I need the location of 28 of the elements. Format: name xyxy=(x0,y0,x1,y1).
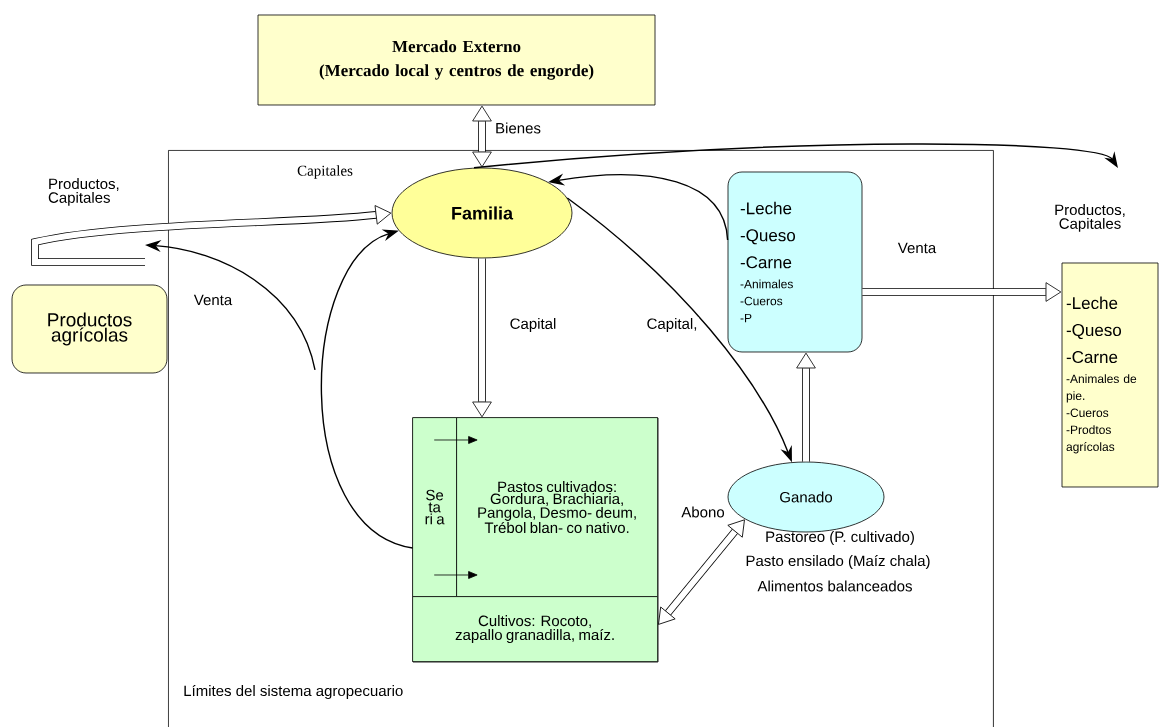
crop-products-box: Productos agrícolas xyxy=(11,284,168,374)
text-label: Alimentos balanceados xyxy=(757,580,912,592)
text-label: Pastoreo (P. cultivado) xyxy=(766,531,914,545)
text-label: Venta xyxy=(193,294,233,306)
edge-label: Venta xyxy=(897,242,937,254)
edge-label: Bienes xyxy=(496,122,541,134)
curved-arrow xyxy=(320,229,414,549)
text-label: Productos, Capitales xyxy=(1055,204,1125,232)
block-arrow xyxy=(472,105,492,168)
text-label: Pasto ensilado (Maíz chala) xyxy=(746,554,930,570)
boundary-label: Límites del sistema agropecuario xyxy=(184,684,403,700)
edge-label: Abono xyxy=(681,506,725,518)
edge-label: Productos, Capitales xyxy=(48,178,119,206)
edge-label: Capitales xyxy=(297,165,353,179)
block-arrow xyxy=(472,258,492,418)
block-arrow xyxy=(31,205,392,266)
block-arrow xyxy=(862,282,1062,302)
edge-label: Capital xyxy=(510,318,556,332)
block-arrow xyxy=(796,352,816,462)
market-box: Mercado Externo (Mercado local y centros de engorde) xyxy=(257,14,656,106)
edge-label: Capital, xyxy=(647,318,697,332)
products-box: -Leche -Queso -Carne -Animales -Cueros -P xyxy=(727,171,863,353)
arrow xyxy=(433,436,478,444)
arrow xyxy=(433,571,478,579)
setaria-cell: Se ta ri a xyxy=(412,417,457,597)
curved-arrow xyxy=(473,143,1118,169)
sales-box: -Leche -Queso -Carne -Animales de pie. -Cueros -Prodtos agrícolas xyxy=(1061,262,1159,488)
block-arrow xyxy=(658,519,745,625)
